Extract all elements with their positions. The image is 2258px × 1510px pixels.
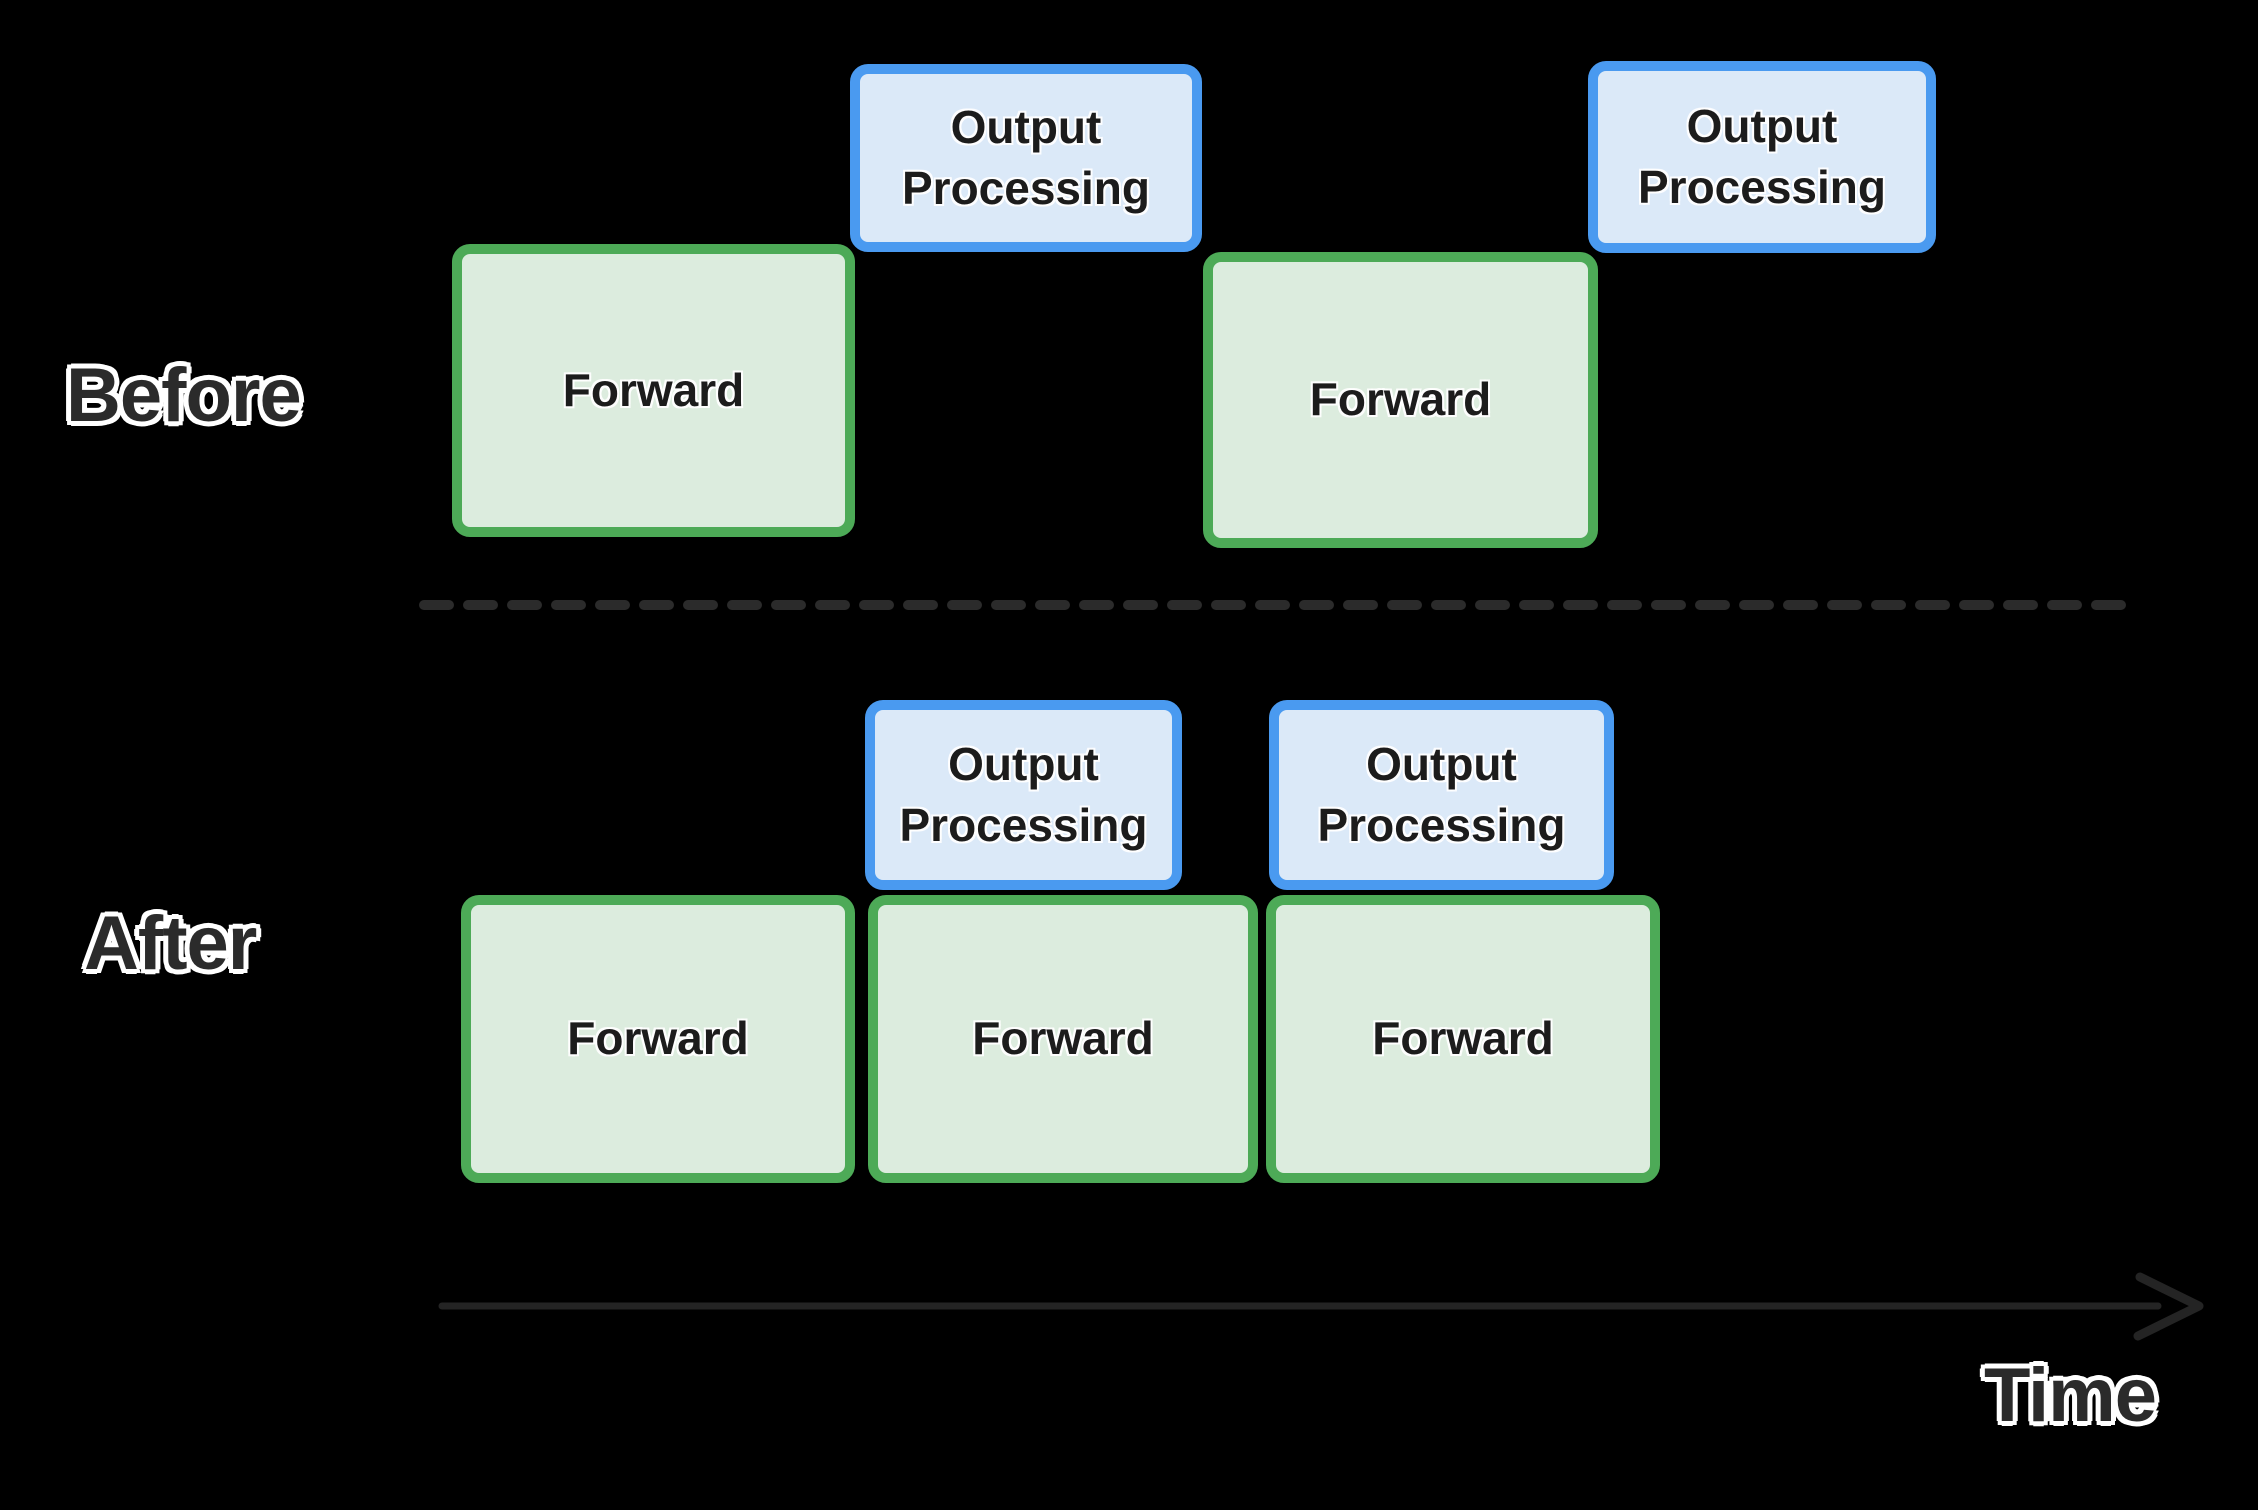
after-forward-box: Forward: [461, 895, 855, 1183]
before-output-processing-box: Output Processing: [850, 64, 1202, 252]
box-label: Output Processing: [1317, 737, 1566, 851]
after-forward-box: Forward: [868, 895, 1258, 1183]
box-label: Output Processing: [1638, 99, 1886, 213]
after-label: After: [84, 901, 257, 986]
after-output-processing-box: Output Processing: [1269, 700, 1614, 890]
box-label: Forward: [562, 363, 745, 416]
box-label: Forward: [1372, 1012, 1554, 1065]
after-forward-box: Forward: [1266, 895, 1660, 1183]
time-label: Time: [1984, 1353, 2157, 1438]
before-forward-box: Forward: [452, 244, 855, 537]
before-output-processing-box: Output Processing: [1588, 61, 1936, 253]
box-label: Forward: [1309, 373, 1492, 426]
before-label: Before: [66, 353, 302, 438]
time-axis-arrowhead-icon: [2133, 1272, 2204, 1341]
box-label: Forward: [567, 1012, 749, 1065]
before-forward-box: Forward: [1203, 252, 1598, 548]
box-label: Forward: [972, 1012, 1154, 1065]
after-output-processing-box: Output Processing: [865, 700, 1182, 890]
box-label: Output Processing: [899, 737, 1148, 851]
box-label: Output Processing: [902, 100, 1150, 214]
